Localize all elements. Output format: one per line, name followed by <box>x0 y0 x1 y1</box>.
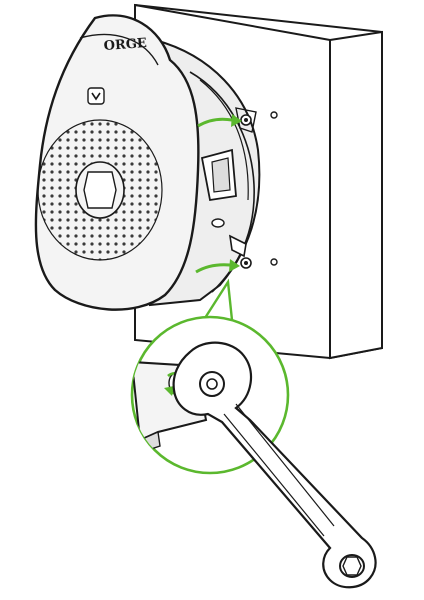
wrench-icon <box>172 341 377 589</box>
speaker-grille <box>37 119 163 261</box>
info-badge-icon <box>87 87 105 105</box>
brand-logo: ORGE <box>103 36 147 54</box>
svg-text:ORGE: ORGE <box>103 36 147 54</box>
arrow-icon <box>195 114 242 274</box>
screw-icon <box>228 107 278 269</box>
